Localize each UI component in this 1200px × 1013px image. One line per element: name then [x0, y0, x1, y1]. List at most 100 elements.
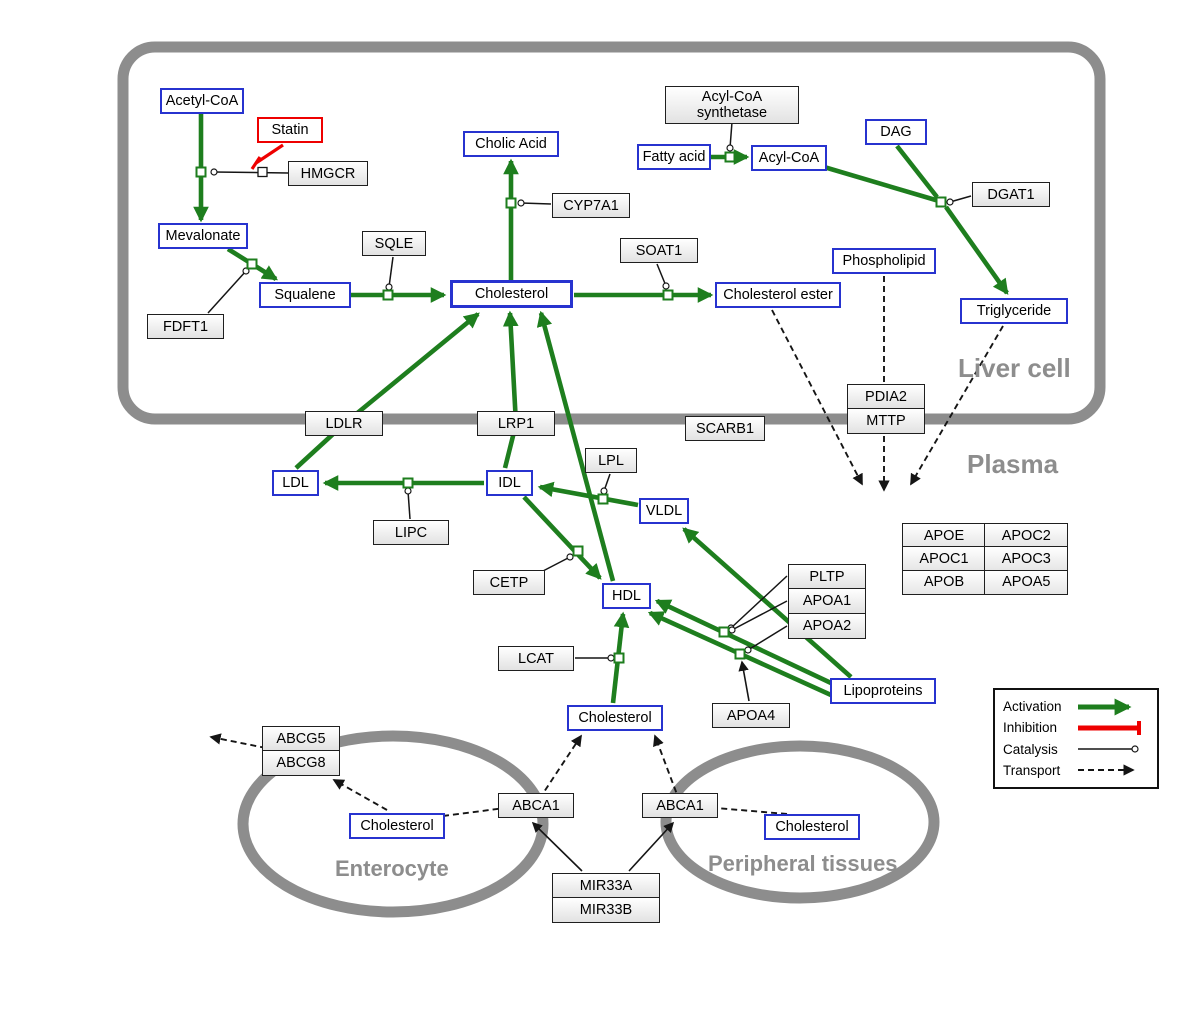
edge-junction-triglyceride — [944, 205, 1009, 295]
node-cholesterol-enterocyte[interactable]: Cholesterol — [349, 813, 445, 839]
black-arrows — [531, 660, 750, 872]
edge-hdl-cholesterol — [536, 310, 616, 582]
reaction-node-cetp — [572, 545, 584, 557]
transport-dashed-arrow-icon — [1078, 764, 1135, 777]
node-hdl[interactable]: HDL — [602, 583, 651, 609]
node-lrp1[interactable]: LRP1 — [477, 411, 555, 436]
edge-mir33-abca1-left — [531, 821, 583, 872]
node-apoa5[interactable]: APOA5 — [984, 569, 1069, 595]
edge-idl-hdl-cetp — [522, 495, 602, 580]
node-cholesterol-plasma[interactable]: Cholesterol — [567, 705, 663, 731]
liver-cell-label: Liver cell — [958, 353, 1071, 383]
stack-pltp-apoa1-apoa2: PLTP APOA1 APOA2 — [788, 564, 866, 639]
edge-acylcoa-synthetase-catalysis — [726, 121, 734, 152]
edge-lipc-catalysis — [404, 487, 412, 520]
node-scarb1[interactable]: SCARB1 — [685, 416, 765, 441]
node-lipoproteins[interactable]: Lipoproteins — [830, 678, 936, 704]
node-mir33a[interactable]: MIR33A — [552, 873, 660, 898]
node-pdia2[interactable]: PDIA2 — [847, 384, 925, 409]
reaction-node-soat1 — [662, 289, 674, 301]
edge-apoa1-catalysis — [728, 600, 788, 634]
transport-cholesterolester-plasma — [771, 309, 863, 486]
node-statin[interactable]: Statin — [257, 117, 323, 143]
reaction-node-sqle — [382, 289, 394, 301]
transport-cholesterol-abcg — [332, 779, 388, 811]
transport-abcg-out — [209, 733, 267, 749]
edge-fdft1-catalysis — [207, 267, 250, 314]
node-acyl-coa[interactable]: Acyl-CoA — [751, 145, 827, 171]
legend-catalysis-label: Catalysis — [1003, 741, 1058, 757]
node-cholic-acid[interactable]: Cholic Acid — [463, 131, 559, 157]
node-apoc3[interactable]: APOC3 — [984, 546, 1069, 572]
reaction-node-pltp-apoa1 — [718, 626, 730, 638]
node-apoc1[interactable]: APOC1 — [902, 546, 986, 572]
stack-abcg5-abcg8: ABCG5 ABCG8 — [262, 726, 340, 776]
node-cholesterol-liver[interactable]: Cholesterol — [450, 280, 573, 308]
node-dgat1[interactable]: DGAT1 — [972, 182, 1050, 207]
node-cholesterol-ester[interactable]: Cholesterol ester — [715, 282, 841, 308]
edge-lipoproteins-hdl-upper — [654, 598, 832, 686]
apo-table-row: APOB APOA5 — [902, 569, 1069, 595]
edge-ldl-ldlr-cholesterol — [294, 312, 480, 470]
legend-activation-label: Activation — [1003, 699, 1062, 714]
inhibition-tbar-icon — [1078, 720, 1141, 735]
node-triglyceride[interactable]: Triglyceride — [960, 298, 1068, 324]
node-sqle[interactable]: SQLE — [362, 231, 426, 256]
legend: Activation Inhibition Catalysis Transpor… — [993, 688, 1159, 789]
node-phospholipid[interactable]: Phospholipid — [832, 248, 936, 274]
node-cholesterol-peripheral[interactable]: Cholesterol — [764, 814, 860, 840]
legend-transport-label: Transport — [1003, 762, 1061, 778]
node-idl[interactable]: IDL — [486, 470, 533, 496]
node-apoa1[interactable]: APOA1 — [788, 589, 866, 614]
reaction-nodes — [195, 151, 947, 664]
node-acyl-coa-synthetase[interactable]: Acyl-CoA synthetase — [665, 86, 799, 124]
node-abcg5[interactable]: ABCG5 — [262, 726, 340, 751]
node-cyp7a1[interactable]: CYP7A1 — [552, 193, 630, 218]
edge-acylcoa-junction — [823, 164, 940, 204]
catalysis-circle-icon — [1078, 745, 1139, 753]
node-apoe[interactable]: APOE — [902, 523, 986, 548]
node-apoa2[interactable]: APOA2 — [788, 614, 866, 639]
edge-dgat1-catalysis — [946, 195, 972, 206]
node-abcg8[interactable]: ABCG8 — [262, 751, 340, 776]
node-ldl[interactable]: LDL — [272, 470, 319, 496]
edge-hmgcr-catalysis — [210, 168, 289, 176]
node-ldlr[interactable]: LDLR — [305, 411, 383, 436]
node-pltp[interactable]: PLTP — [788, 564, 866, 589]
edge-sqle-catalysis — [385, 256, 394, 291]
node-hmgcr[interactable]: HMGCR — [288, 161, 368, 186]
node-fatty-acid[interactable]: Fatty acid — [637, 144, 711, 170]
edge-soat1-catalysis — [656, 263, 670, 290]
node-apob[interactable]: APOB — [902, 569, 986, 595]
node-lipc[interactable]: LIPC — [373, 520, 449, 545]
transport-peripheral-cholesterol-plasma — [653, 734, 788, 815]
stack-mir33a-mir33b: MIR33A MIR33B — [552, 873, 660, 923]
node-abca1-right[interactable]: ABCA1 — [642, 793, 718, 818]
node-squalene[interactable]: Squalene — [259, 282, 351, 308]
legend-inhibition-label: Inhibition — [1003, 720, 1058, 736]
node-mevalonate[interactable]: Mevalonate — [158, 223, 248, 249]
reaction-node-acs — [724, 151, 736, 163]
node-dag[interactable]: DAG — [865, 119, 927, 145]
node-abca1-left[interactable]: ABCA1 — [498, 793, 574, 818]
acs-line1: Acyl-CoA — [701, 89, 763, 105]
node-cetp[interactable]: CETP — [473, 570, 545, 595]
reaction-node-cyp7a1 — [505, 197, 517, 209]
node-acetyl-coa[interactable]: Acetyl-CoA — [160, 88, 244, 114]
apo-table-row: APOE APOC2 — [902, 523, 1069, 548]
node-lpl[interactable]: LPL — [585, 448, 637, 473]
node-apoa4[interactable]: APOA4 — [712, 703, 790, 728]
node-mir33b[interactable]: MIR33B — [552, 898, 660, 923]
node-soat1[interactable]: SOAT1 — [620, 238, 698, 263]
edge-vldl-idl — [537, 481, 639, 508]
node-vldl[interactable]: VLDL — [639, 498, 689, 524]
activation-arrow-icon — [1078, 697, 1132, 716]
edge-dag-junction — [895, 144, 939, 199]
edge-lpl-catalysis — [600, 473, 611, 495]
node-fdft1[interactable]: FDFT1 — [147, 314, 224, 339]
liver-cell-membrane — [117, 41, 1106, 425]
node-mttp[interactable]: MTTP — [847, 409, 925, 434]
node-apoc2[interactable]: APOC2 — [984, 523, 1069, 548]
node-lcat[interactable]: LCAT — [498, 646, 574, 671]
